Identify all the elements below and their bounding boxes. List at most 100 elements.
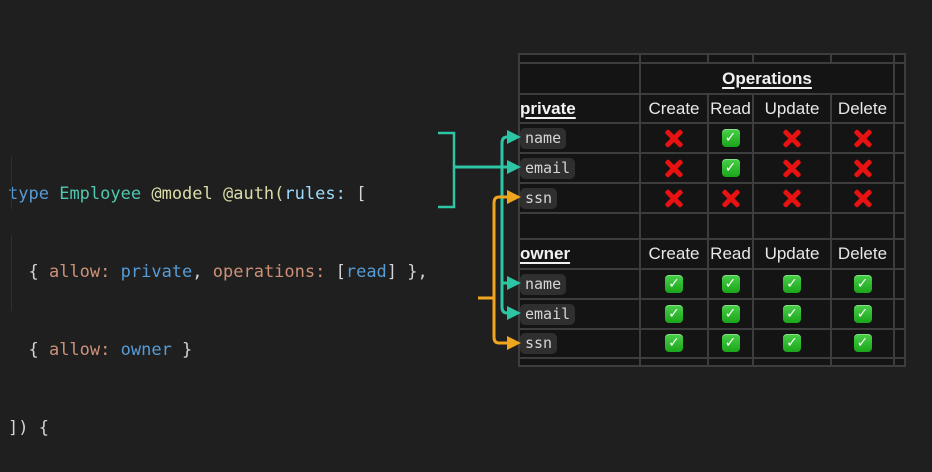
owner-header-row: owner Create Read Update Delete [518,238,906,270]
perm-mark [721,158,740,177]
perm-mark [665,334,683,353]
perm-mark [783,334,801,353]
indent-guide [11,157,12,209]
indent-guide [11,235,12,311]
table-cell [830,357,895,367]
table-cell [752,328,832,359]
private-name-row: name [518,122,906,154]
perm-mark [781,187,803,209]
perm-mark [853,304,872,323]
column-header-create: Create [639,93,709,124]
owner-rule-trunk [492,195,509,345]
table-cell [830,298,895,330]
table-cell [893,53,906,64]
field-chip-email: email [521,303,576,325]
table-cell [639,298,709,330]
private-header-row: private Create Read Update Delete [518,93,906,124]
field-chip-name: name [521,273,567,295]
table-cell [707,122,754,154]
field-chip-ssn: ssn [521,333,558,354]
table-cell [639,122,709,154]
code-line-allow-private: { allow: private, operations: [read] }, [8,262,428,282]
table-cell [707,328,754,359]
table-cell [893,62,906,95]
table-cell: email [518,152,641,184]
table-cell [752,298,832,330]
table-cell [830,53,895,64]
table-cell [707,298,754,330]
table-cell [752,182,832,214]
operations-header-row: Operations [518,62,906,95]
private-email-row: email [518,152,906,184]
table-cell [830,268,895,300]
operations-header: Operations [722,68,812,88]
owner-email-row: email [518,298,906,330]
table-cell [893,268,906,300]
table-cell [830,182,895,214]
field-chip-email: email [521,157,576,179]
table-cell: email [518,298,641,330]
perm-mark [783,274,801,293]
role-private-header: private [520,98,576,118]
perm-mark [852,157,874,179]
table-cell [752,357,832,367]
table-cell [893,238,906,270]
table-cell [893,182,906,214]
perm-mark [721,274,740,293]
field-chip-ssn: ssn [521,187,558,209]
perm-mark [721,128,740,147]
perm-mark [853,334,872,353]
role-owner-header: owner [520,244,571,263]
table-cell [639,182,709,214]
perm-mark [852,127,874,149]
column-header-update: Update [752,93,832,124]
table-cell [893,328,906,359]
table-cell [893,93,906,124]
perm-mark [783,304,801,323]
table-cell [893,122,906,154]
perm-mark [781,157,803,179]
table-cell [830,122,895,154]
table-sliver-row-top [518,53,906,64]
table-cell [752,268,832,300]
column-header-read: Read [707,238,754,270]
table-cell [893,357,906,367]
perm-mark [721,304,740,323]
table-cell [707,152,754,184]
private-ssn-row: ssn [518,182,906,214]
perm-mark [663,127,685,149]
table-cell: Operations [639,62,895,95]
column-header-delete: Delete [830,238,895,270]
table-cell [893,298,906,330]
table-spacer-row [518,212,906,240]
table-cell [639,53,709,64]
code-line-rules-close: ]) { [8,418,49,438]
perm-mark [665,304,683,323]
table-cell [639,212,709,240]
column-header-delete: Delete [830,93,895,124]
table-cell [518,53,641,64]
table-cell [707,182,754,214]
owner-name-row: name [518,268,906,300]
table-cell: name [518,122,641,154]
table-cell [639,152,709,184]
table-cell: ssn [518,328,641,359]
table-cell [518,357,641,367]
perm-mark [720,187,742,209]
table-sliver-row-bottom [518,357,906,367]
field-chip-name: name [521,127,567,149]
table-cell [830,152,895,184]
table-cell [893,152,906,184]
table-cell [518,212,641,240]
table-cell: name [518,268,641,300]
table-cell [752,152,832,184]
perm-mark [663,187,685,209]
table-cell [639,268,709,300]
table-cell [707,357,754,367]
table-cell [830,212,895,240]
table-cell [639,357,709,367]
table-cell [707,268,754,300]
table-cell [752,212,832,240]
code-line-allow-owner: { allow: owner } [8,340,193,360]
